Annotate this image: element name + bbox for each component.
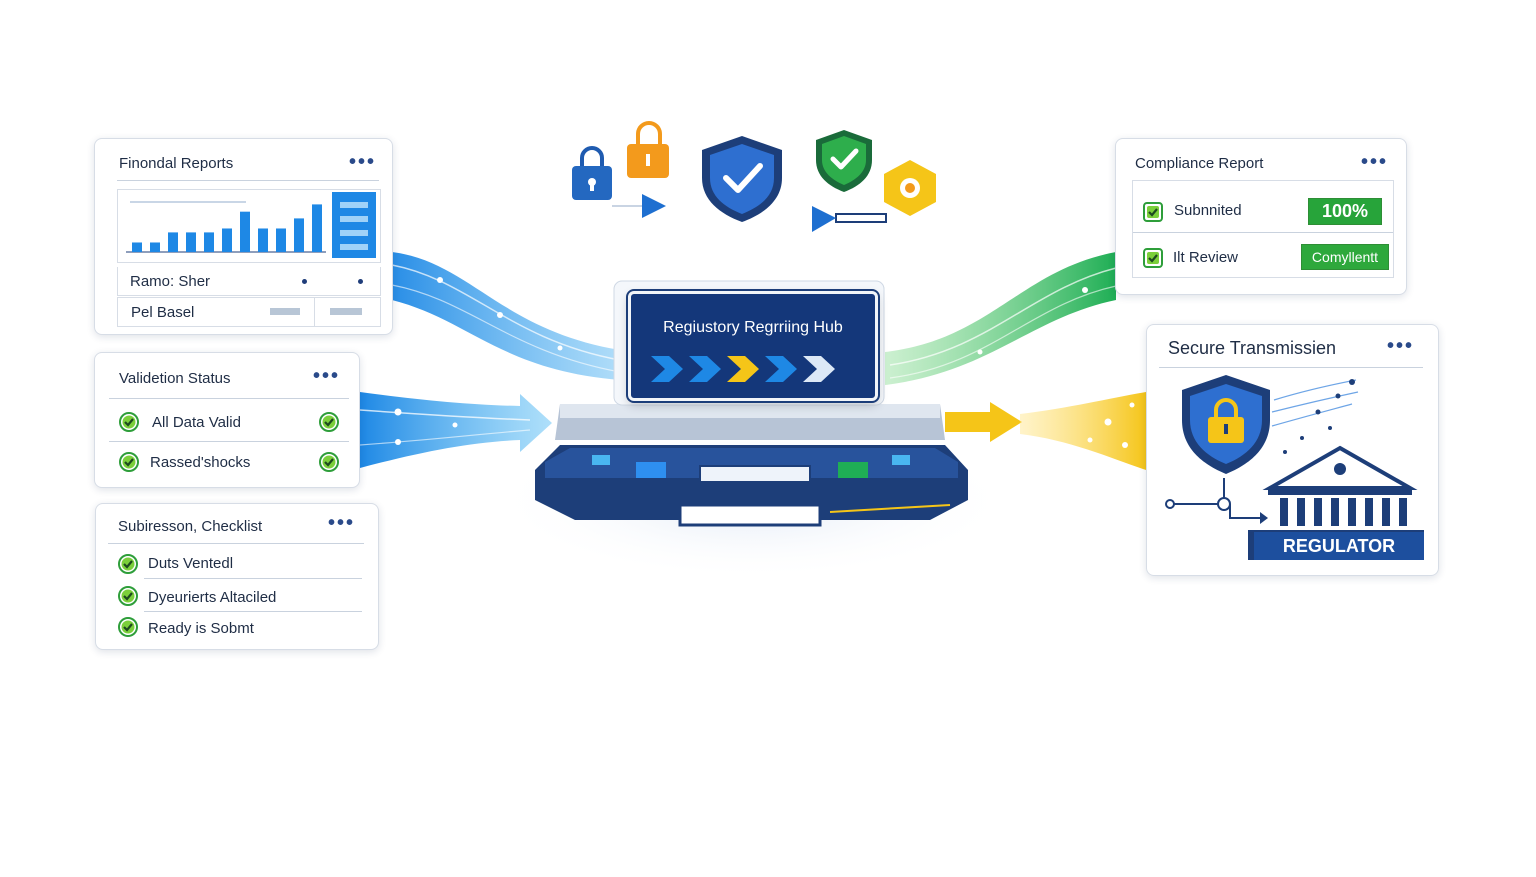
- check-icon: [119, 452, 139, 472]
- checklist-item-label: Duts Ventedl: [148, 555, 234, 572]
- check-icon: [118, 617, 138, 637]
- compliance-report-card: Compliance Report ••• Subnnited 100% Ilt…: [1115, 138, 1407, 295]
- yellow-flow: [945, 392, 1146, 470]
- row-bar: [330, 308, 362, 315]
- report-row-1-label: Ramo: Sher: [130, 273, 211, 290]
- divider: [109, 441, 349, 442]
- connector-line: [1165, 478, 1268, 524]
- green-shield-check-icon: [816, 130, 872, 192]
- bar-chart-area: [117, 189, 381, 263]
- compliance-row-label: Ilt Review: [1173, 249, 1239, 266]
- compliance-row-label: Subnnited: [1174, 202, 1242, 219]
- compliance-status-badge: Comyllentt: [1301, 244, 1389, 270]
- check-icon: [118, 586, 138, 606]
- chevron-icon: [689, 356, 721, 382]
- validation-status-card: Validetion Status ••• All Data Valid Ras…: [94, 352, 360, 488]
- check-square-icon: [1143, 248, 1163, 268]
- check-icon: [319, 412, 339, 432]
- report-row-2-label: Pel Basel: [131, 304, 195, 321]
- submission-checklist-menu-icon[interactable]: •••: [328, 512, 356, 534]
- padlock-orange-icon: [627, 121, 669, 178]
- secure-shield-lock-icon: [1182, 375, 1270, 474]
- shield-check-icon: [702, 136, 782, 222]
- secure-transmission-title: Secure Transmissien: [1168, 338, 1337, 358]
- secure-transmission-menu-icon[interactable]: •••: [1387, 335, 1415, 357]
- row-dot: [302, 279, 307, 284]
- green-flow: [885, 252, 1117, 385]
- divider: [1159, 367, 1423, 368]
- divider: [144, 611, 362, 612]
- validation-status-menu-icon[interactable]: •••: [313, 365, 341, 387]
- transmission-dots: [1283, 379, 1355, 454]
- lock-icon: [572, 146, 612, 200]
- chart-bar: [222, 228, 232, 252]
- divider: [109, 398, 349, 399]
- check-icon: [119, 412, 139, 432]
- check-icon: [118, 554, 138, 574]
- chart-bar: [312, 204, 322, 252]
- row-bar: [270, 308, 300, 315]
- chart-bar: [186, 232, 196, 252]
- divider: [117, 180, 379, 181]
- play-arrow-icon: [612, 194, 666, 218]
- report-row-2[interactable]: Pel Basel: [117, 297, 381, 327]
- transmission-wave-lines: [1271, 379, 1359, 427]
- hub-progress-chevrons: [651, 356, 835, 382]
- checklist-item-label: Ready is Sobmt: [148, 620, 254, 637]
- row-dot: [358, 279, 363, 284]
- regulator-label: REGULATOR: [1254, 532, 1424, 560]
- chart-bar: [258, 228, 268, 252]
- check-square-icon: [1143, 202, 1163, 222]
- divider: [1133, 232, 1393, 233]
- divider: [314, 298, 315, 326]
- chart-bar: [204, 232, 214, 252]
- validation-item-label: Rassed'shocks: [150, 454, 251, 471]
- chart-bar: [150, 242, 160, 252]
- financial-reports-title: Finondal Reports: [119, 155, 234, 172]
- chart-bar: [240, 211, 250, 252]
- blue-flow-upper: [391, 252, 621, 380]
- hub-title: Regiustory Regrriing Hub: [663, 319, 843, 336]
- secure-transmission-card: Secure Transmissien •••: [1146, 324, 1439, 576]
- chevron-icon: [803, 356, 835, 382]
- report-row-1[interactable]: Ramo: Sher: [117, 267, 381, 296]
- compliance-percent-badge: 100%: [1308, 198, 1382, 225]
- chart-bar: [276, 228, 286, 252]
- mini-bar-chart: [126, 201, 326, 253]
- send-arrow-icon: [812, 206, 887, 232]
- regulatory-reporting-hub[interactable]: Regiustory Regrriing Hub: [628, 291, 878, 401]
- chart-bar: [294, 218, 304, 252]
- check-icon: [319, 452, 339, 472]
- validation-item-label: All Data Valid: [152, 414, 241, 431]
- hexagon-badge-icon: [884, 160, 936, 216]
- financial-reports-card: Finondal Reports ••• Ramo: Sher Pel Base…: [94, 138, 393, 335]
- financial-reports-menu-icon[interactable]: •••: [349, 151, 377, 173]
- validation-status-title: Validetion Status: [119, 370, 231, 387]
- chart-bar: [168, 232, 178, 252]
- divider: [108, 543, 364, 544]
- divider: [144, 578, 362, 579]
- submission-checklist-card: Subiresson, Checklist ••• Duts Ventedl D…: [95, 503, 379, 650]
- compliance-table: Subnnited 100% Ilt Review Comyllentt: [1132, 180, 1394, 278]
- blue-flow-arrow: [359, 392, 552, 468]
- report-document-icon: [332, 192, 376, 258]
- submission-checklist-title: Subiresson, Checklist: [118, 518, 263, 535]
- chevron-icon: [651, 356, 683, 382]
- chart-bar: [132, 242, 142, 252]
- compliance-report-title: Compliance Report: [1135, 155, 1264, 172]
- chevron-icon: [765, 356, 797, 382]
- checklist-item-label: Dyeurierts Altaciled: [148, 589, 277, 606]
- chevron-icon: [727, 356, 759, 382]
- compliance-report-menu-icon[interactable]: •••: [1361, 151, 1389, 173]
